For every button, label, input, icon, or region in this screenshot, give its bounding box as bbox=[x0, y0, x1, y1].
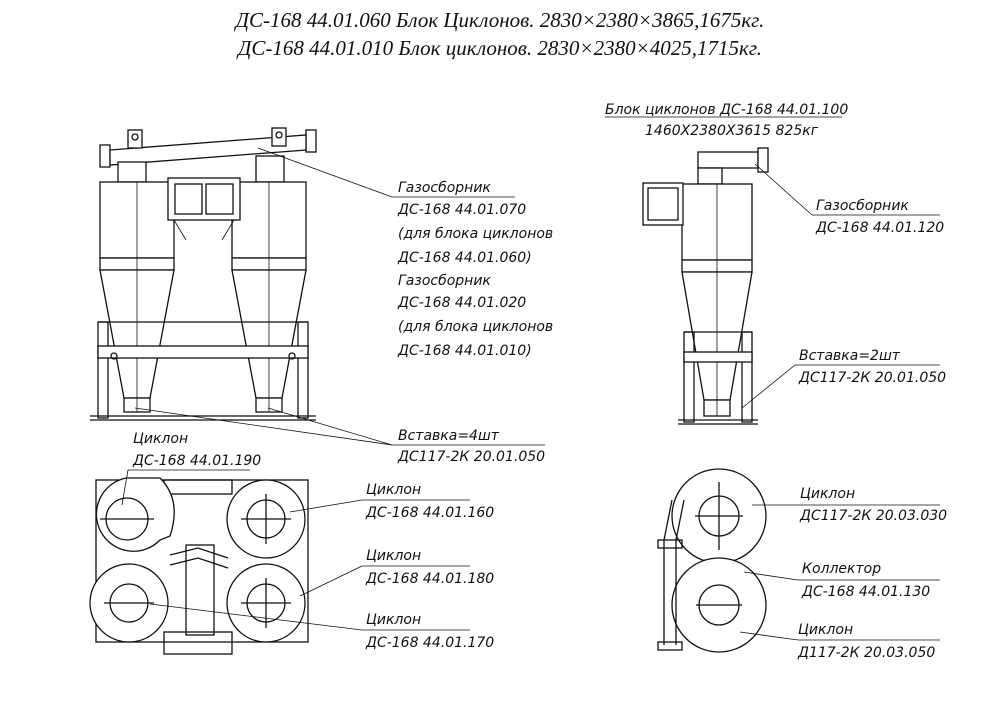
gas-collector-120-code: ДС-168 44.01.120 bbox=[815, 220, 944, 236]
right-cyclone-body bbox=[231, 155, 307, 413]
insert-left-code: ДС117-2К 20.01.050 bbox=[397, 449, 545, 465]
leaders-left-upper bbox=[134, 147, 545, 446]
cyclone-030-code: ДС117-2К 20.03.030 bbox=[799, 508, 947, 524]
header-line-2: ДС-168 44.01.010 Блок циклонов. 2830×238… bbox=[237, 36, 762, 60]
collector-130-title: Коллектор bbox=[802, 561, 881, 577]
inlet-box bbox=[167, 177, 241, 241]
gas-collector-b-title: Газосборник bbox=[398, 273, 491, 289]
header-line-1: ДС-168 44.01.060 Блок Циклонов. 2830×238… bbox=[235, 8, 765, 32]
cyclone-160-code: ДС-168 44.01.160 bbox=[365, 505, 494, 521]
cyclone-top-left bbox=[95, 477, 175, 552]
gas-collector-120-title: Газосборник bbox=[816, 198, 909, 214]
block-100-title: Блок циклонов ДС-168 44.01.100 bbox=[605, 102, 848, 118]
collector-130-code: ДС-168 44.01.130 bbox=[801, 584, 930, 600]
gas-collector-b-code: ДС-168 44.01.020 bbox=[397, 295, 526, 311]
gas-collector-b-note2: ДС-168 44.01.010) bbox=[397, 343, 532, 359]
leaders-left-lower bbox=[121, 469, 470, 631]
gas-collector-b-note1: (для блока циклонов bbox=[398, 319, 553, 335]
insert-right-title: Вставка=2шт bbox=[799, 348, 901, 364]
gas-collector-a-code: ДС-168 44.01.070 bbox=[397, 202, 526, 218]
cyclone-050-code: Д117-2К 20.03.050 bbox=[797, 645, 935, 661]
cyclone-bottom-right bbox=[226, 563, 306, 643]
insert-right-code: ДС117-2К 20.01.050 bbox=[798, 370, 946, 386]
single-cyclone-front-view bbox=[642, 147, 769, 425]
left-cyclone-body bbox=[99, 161, 175, 413]
cyclone-180-title: Циклон bbox=[366, 548, 421, 564]
gas-collector-a-note2: ДС-168 44.01.060) bbox=[397, 250, 532, 266]
cyclone-top-right bbox=[226, 479, 306, 559]
cyclone-160-title: Циклон bbox=[366, 482, 421, 498]
insert-left-title: Вставка=4шт bbox=[398, 428, 500, 444]
four-cyclone-plan-view bbox=[89, 477, 309, 655]
twin-cyclone-front-view bbox=[90, 127, 317, 421]
cyclone-190-title: Циклон bbox=[133, 431, 188, 447]
cyclone-180-code: ДС-168 44.01.180 bbox=[365, 571, 494, 587]
cyclone-170-code: ДС-168 44.01.170 bbox=[365, 635, 494, 651]
gas-collector-a-title: Газосборник bbox=[398, 180, 491, 196]
gas-collector-duct bbox=[99, 127, 317, 168]
block-100-dims: 1460Х2380Х3615 825кг bbox=[645, 123, 819, 139]
leaders-right-lower bbox=[739, 504, 940, 641]
support-frame bbox=[90, 321, 316, 421]
two-cyclone-plan-view bbox=[657, 468, 767, 653]
cyclone-bottom-left bbox=[89, 563, 169, 643]
cyclone-190-code: ДС-168 44.01.190 bbox=[132, 453, 261, 469]
cyclone-050-title: Циклон bbox=[798, 622, 853, 638]
cyclone-030-title: Циклон bbox=[800, 486, 855, 502]
gas-collector-a-note1: (для блока циклонов bbox=[398, 226, 553, 242]
cyclone-170-title: Циклон bbox=[366, 612, 421, 628]
leaders-right-upper bbox=[741, 163, 940, 409]
